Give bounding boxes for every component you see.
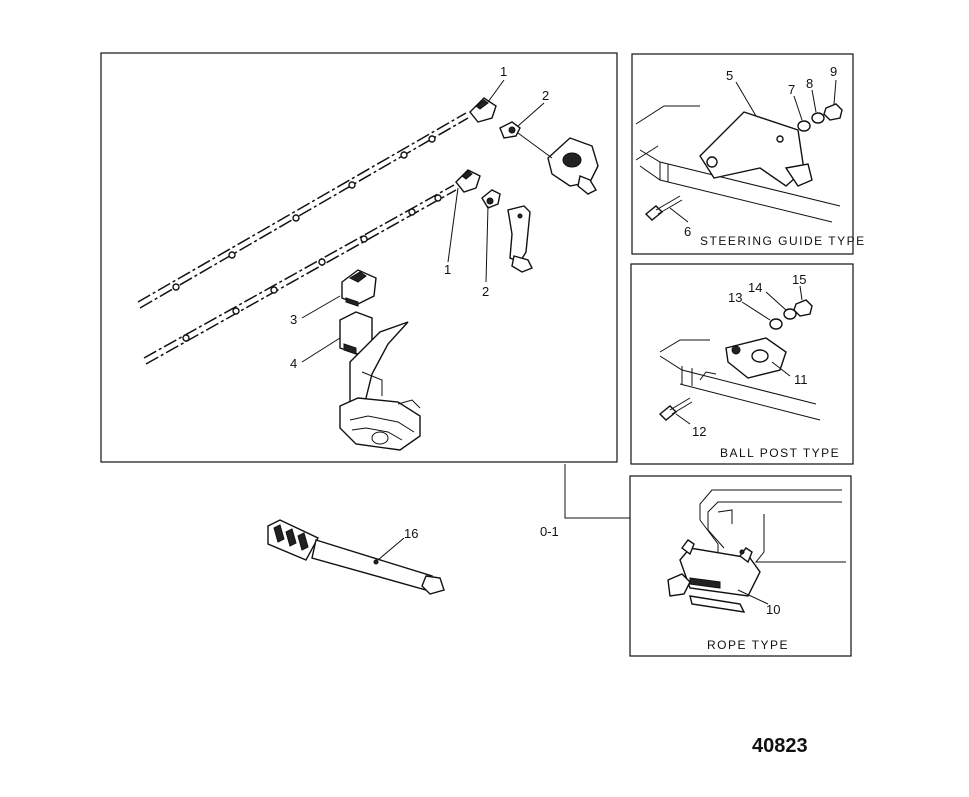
main-panel-frame — [100, 52, 618, 463]
main-panel: 1 2 1 2 3 4 — [100, 52, 618, 463]
callout-7: 7 — [788, 82, 795, 97]
upper-cable — [137, 112, 469, 309]
callout-4: 4 — [290, 356, 297, 371]
callout-16: 16 — [404, 526, 418, 541]
lower-cable — [143, 184, 457, 365]
caption-steering-guide: STEERING GUIDE TYPE — [700, 234, 866, 248]
throttle-lever-assembly — [517, 132, 599, 195]
callout-15: 15 — [792, 272, 806, 287]
callout-10: 10 — [766, 602, 780, 617]
rope-frame — [629, 475, 852, 657]
cable-clip-bottom — [481, 189, 501, 209]
cable-end-fitting-top — [469, 97, 497, 123]
callout-14: 14 — [748, 280, 762, 295]
connector-label: 0-1 — [540, 524, 559, 539]
callout-5: 5 — [726, 68, 733, 83]
caption-ball-post: BALL POST TYPE — [720, 446, 840, 460]
callout-8: 8 — [806, 76, 813, 91]
engine-housing — [339, 321, 421, 451]
cable-anchor-block — [341, 269, 377, 307]
cable-clip-top — [499, 121, 521, 139]
figure-number: 40823 — [752, 735, 808, 757]
callout-1-top: 1 — [500, 64, 507, 79]
callout-3: 3 — [290, 312, 297, 327]
callout-12: 12 — [692, 424, 706, 439]
cable-adjusting-tool: 16 — [267, 519, 445, 595]
shift-bracket — [507, 205, 533, 273]
ball-post-panel: 13 14 15 11 12 BALL POST TYPE — [630, 263, 854, 465]
ball-post-frame — [630, 263, 854, 465]
rope-panel: 10 ROPE TYPE — [629, 475, 852, 657]
callout-11: 11 — [794, 372, 808, 387]
callout-2-top: 2 — [542, 88, 549, 103]
callout-1-bottom: 1 — [444, 262, 451, 277]
callout-2-bottom: 2 — [482, 284, 489, 299]
connector: 0-1 — [540, 464, 630, 539]
cable-end-fitting-bottom — [455, 169, 481, 193]
callout-6: 6 — [684, 224, 691, 239]
steering-guide-panel: 5 7 8 9 6 STEERING GUIDE TYPE — [631, 53, 866, 255]
caption-rope: ROPE TYPE — [707, 638, 789, 652]
callout-13: 13 — [728, 290, 742, 305]
steering-guide-frame — [631, 53, 854, 255]
callout-9: 9 — [830, 64, 837, 79]
